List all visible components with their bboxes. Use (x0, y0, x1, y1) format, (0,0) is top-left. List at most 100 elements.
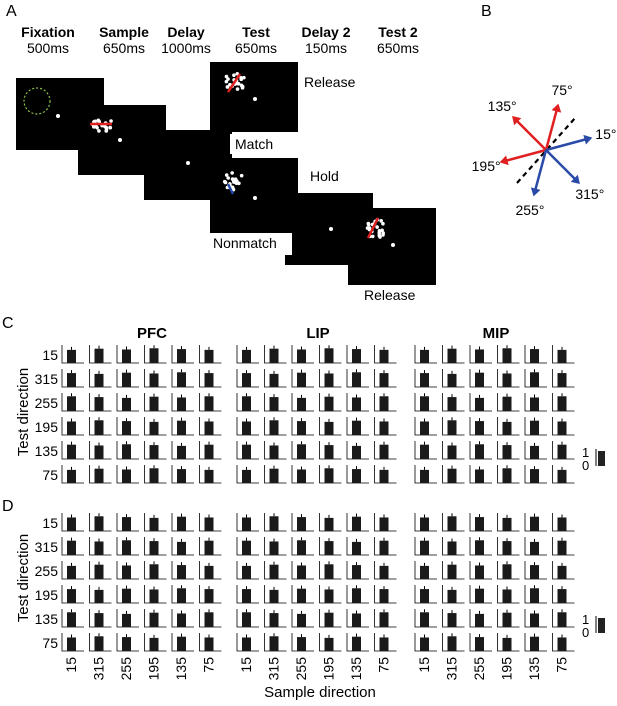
bar (269, 564, 279, 579)
mini-axis (414, 537, 437, 556)
bar (379, 637, 389, 651)
fixation-point (253, 196, 257, 200)
mini-axis (61, 441, 84, 460)
bar (530, 397, 539, 411)
bar (94, 564, 104, 579)
mini-axis (89, 465, 112, 484)
bar (502, 589, 512, 603)
stimulus-dot (97, 129, 101, 133)
mini-axis (171, 609, 194, 628)
bar (447, 445, 457, 459)
sample-direction-label: 15 (238, 657, 254, 673)
bar (420, 396, 429, 411)
bar (475, 372, 484, 387)
mini-axis (524, 561, 547, 580)
direction-arrow-shaft (545, 149, 577, 181)
mini-axis (264, 465, 287, 484)
mini-axis (171, 441, 194, 460)
mini-axis (469, 561, 492, 580)
mini-axis (116, 441, 139, 460)
mini-axis (199, 465, 222, 484)
mini-axis (199, 561, 222, 580)
bar (324, 468, 334, 483)
epoch-duration: 650ms (235, 40, 277, 56)
test-direction-label: 135 (35, 443, 59, 459)
bar (297, 565, 306, 579)
mini-axis (116, 585, 139, 604)
mini-axis (116, 513, 139, 532)
mini-axis (346, 345, 369, 364)
mini-axis (291, 345, 314, 364)
mini-axis (319, 633, 342, 652)
mini-axis (116, 393, 139, 412)
bar (502, 373, 512, 387)
bar (242, 517, 251, 531)
mini-axis (264, 537, 287, 556)
mini-axis (264, 393, 287, 412)
bar (67, 396, 76, 411)
bar (447, 373, 457, 387)
fixation-point (329, 227, 333, 231)
mini-axis (291, 513, 314, 532)
bar (242, 540, 251, 555)
bar (204, 444, 214, 459)
bar (379, 349, 389, 363)
bar (475, 565, 484, 579)
test-direction-label: 255 (35, 563, 59, 579)
mini-axis (524, 585, 547, 604)
outcome-release-bottom: Release (364, 287, 416, 303)
mini-axis (414, 609, 437, 628)
direction-arrow-head (570, 174, 580, 184)
mini-axis (374, 633, 397, 652)
mini-axis (469, 369, 492, 388)
mini-axis (442, 417, 465, 436)
mini-axis (469, 633, 492, 652)
stimulus-dot (377, 231, 382, 235)
bar (379, 469, 389, 483)
stimulus-dot (239, 173, 244, 178)
mini-axis (497, 369, 520, 388)
sample-direction-label: 315 (266, 657, 282, 681)
mini-axis (469, 345, 492, 364)
test-match-arrow (226, 73, 242, 93)
bar (177, 397, 186, 411)
bar (94, 468, 104, 483)
bar (324, 421, 334, 435)
bar (447, 420, 457, 435)
mini-axis (319, 393, 342, 412)
stimulus-dot (230, 171, 234, 175)
bar (177, 588, 186, 603)
mini-axis (116, 609, 139, 628)
mini-axis (199, 585, 222, 604)
mini-axis (374, 561, 397, 580)
bar (204, 540, 214, 555)
panel-d-label: D (2, 498, 14, 515)
mini-axis (552, 561, 575, 580)
mini-axis (524, 513, 547, 532)
stimulus-dot (225, 85, 230, 89)
bar (352, 349, 361, 363)
x-axis-label: Sample direction (264, 684, 376, 701)
bar (269, 516, 279, 531)
bar (94, 420, 104, 435)
bar (530, 420, 539, 435)
mini-axis (236, 369, 259, 388)
mini-axis (469, 465, 492, 484)
mini-axis (374, 393, 397, 412)
test-direction-label: 135 (35, 611, 59, 627)
sample-direction-label: 15 (63, 657, 79, 673)
mini-axis (144, 633, 167, 652)
epoch-name: Fixation (21, 24, 75, 40)
direction-arrow-shaft (515, 119, 547, 151)
fixation-point (186, 161, 190, 165)
mini-axis (414, 513, 437, 532)
mini-axis (236, 609, 259, 628)
stimulus-dot (379, 219, 383, 223)
bar (297, 469, 306, 483)
bar (94, 348, 104, 363)
sample-direction-label: 195 (146, 657, 162, 681)
mini-axis (319, 537, 342, 556)
sample-direction-label: 255 (118, 657, 134, 681)
stimulus-dot (109, 119, 113, 123)
bar (177, 372, 186, 387)
